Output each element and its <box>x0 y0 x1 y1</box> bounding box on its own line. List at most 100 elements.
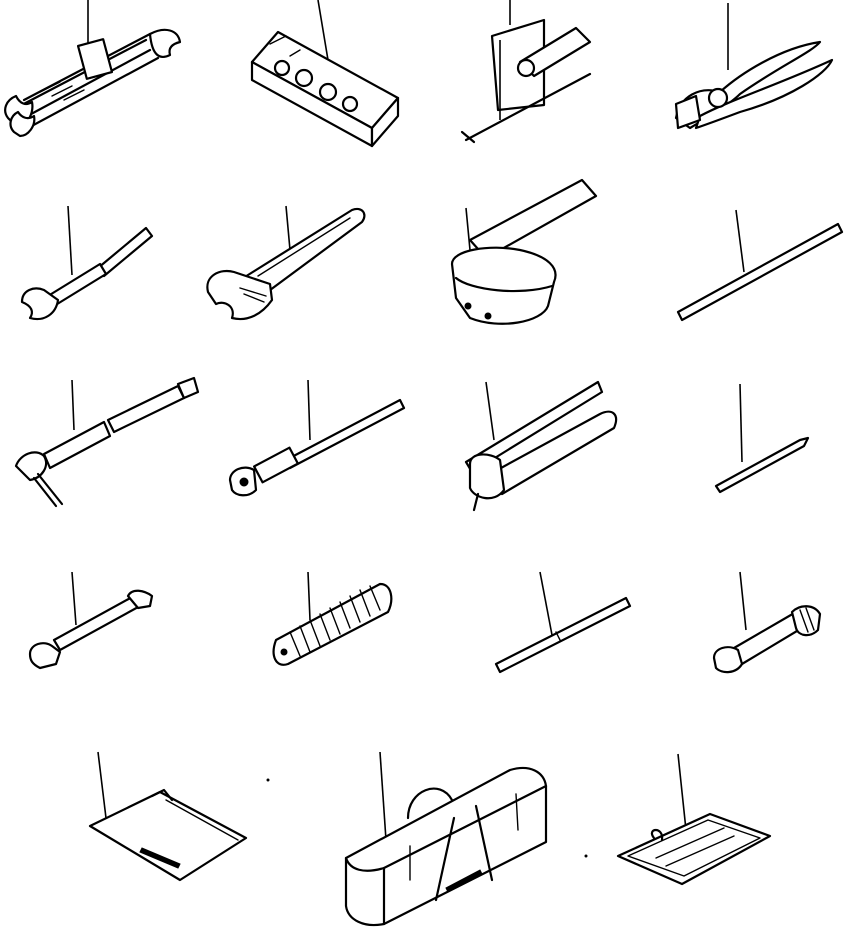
gun-barrel <box>488 410 618 496</box>
rod-body <box>676 222 844 322</box>
wrench-band <box>450 246 557 325</box>
pump-nozzle <box>176 376 200 400</box>
adapter-fitting-part <box>712 571 822 674</box>
leader-line <box>465 207 471 251</box>
wrench-detail <box>39 81 85 101</box>
stray-mark <box>266 778 270 782</box>
grease-gun-part <box>464 380 618 512</box>
hose-ribs <box>289 585 381 657</box>
bag-handle <box>406 787 454 820</box>
band-edge <box>454 276 554 293</box>
extension-bar-part <box>494 571 632 674</box>
bag-strap <box>434 804 494 902</box>
spanner-jaw <box>20 287 60 321</box>
pump-handle <box>14 451 48 482</box>
screwdriver-tip <box>460 130 476 144</box>
wrench-handle <box>238 207 366 298</box>
filter-wrench-part <box>450 178 598 325</box>
nozzle-fitting <box>126 589 154 610</box>
tag-wire <box>651 828 664 842</box>
leader-line <box>71 379 75 431</box>
pin-part <box>714 383 810 494</box>
tag-plate <box>616 812 772 886</box>
nozzle-extension-part <box>28 571 154 670</box>
worm-gear <box>239 287 267 303</box>
pliers-part <box>674 3 834 130</box>
leader-line <box>67 205 73 276</box>
socket-bore <box>239 477 249 487</box>
bag-seam <box>409 793 519 881</box>
manual-label <box>139 847 181 869</box>
bellows-hose-part <box>272 571 393 666</box>
pump-lever <box>32 472 64 508</box>
pump-barrel <box>106 384 186 434</box>
wrench-jaw <box>148 28 182 59</box>
hose-body <box>272 582 393 666</box>
leader-line <box>97 751 107 819</box>
tool-bag-part <box>344 751 548 927</box>
manual-tab <box>150 788 174 802</box>
grease-pump-part <box>14 376 200 508</box>
wrench-handle <box>468 178 598 260</box>
leader-line <box>379 751 387 841</box>
wrench-ring <box>9 110 36 138</box>
leader-line <box>739 383 743 463</box>
screwdriver-part <box>460 0 592 144</box>
pump-tube <box>42 420 112 470</box>
screwdriver-shaft <box>464 72 592 142</box>
thread-lines <box>799 607 815 633</box>
manual-part <box>88 751 248 882</box>
socket <box>318 82 338 102</box>
wrench-head <box>206 269 274 321</box>
leader-line <box>739 571 747 631</box>
wrench-shank <box>14 32 160 130</box>
manual-spine <box>165 799 239 841</box>
leader-line <box>71 571 77 626</box>
case-side <box>370 96 400 148</box>
socket <box>294 68 314 88</box>
extension-bar <box>96 226 154 278</box>
adjustable-wrench-part <box>206 205 366 321</box>
manual-cover <box>88 790 248 882</box>
box-wrench-handle-part <box>228 379 406 497</box>
socket-set-part <box>250 0 400 148</box>
gun-nozzle <box>472 492 480 512</box>
bar-joint <box>555 631 561 641</box>
wrench-holder <box>76 38 114 80</box>
leader-line <box>317 0 329 61</box>
leader-line <box>539 571 553 636</box>
rod-part <box>676 209 844 322</box>
case-detail <box>269 35 301 57</box>
leader-line <box>307 571 311 621</box>
adapter-thread <box>790 605 822 637</box>
leader-line <box>285 205 291 251</box>
stray-mark <box>584 854 588 858</box>
leader-line <box>485 381 495 441</box>
handle-slot <box>257 217 351 277</box>
bag-label <box>445 869 483 893</box>
tag-plate-part <box>616 753 772 886</box>
hose-end <box>280 648 288 656</box>
handle-rod <box>284 398 406 470</box>
socket <box>341 95 359 113</box>
socket <box>273 59 291 77</box>
bag-body <box>344 766 548 927</box>
band-rivet <box>464 302 472 310</box>
gun-head <box>468 453 506 500</box>
pliers-pivot <box>707 87 729 109</box>
band-rivet <box>484 312 492 320</box>
nozzle-tip <box>28 642 62 670</box>
adapter-nut <box>712 646 744 674</box>
leader-line <box>735 209 745 273</box>
tag-text-lines <box>655 827 735 867</box>
tag-border <box>627 819 761 877</box>
pliers-jaw <box>674 94 702 130</box>
handle-grip <box>253 446 299 484</box>
handle-end <box>516 58 536 78</box>
extension-tube <box>52 594 142 652</box>
pliers-handle-lower <box>694 58 834 130</box>
leader-line <box>677 753 687 831</box>
pin-body <box>714 436 810 494</box>
